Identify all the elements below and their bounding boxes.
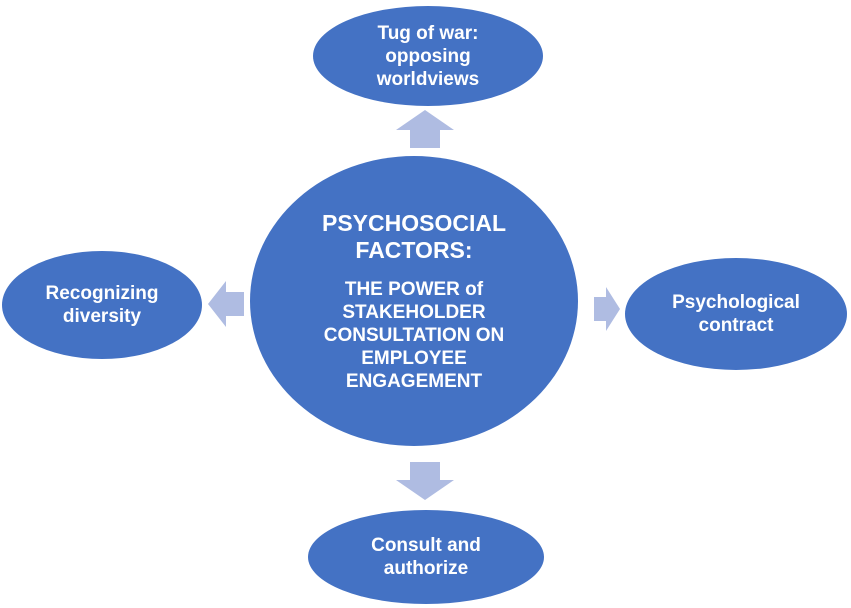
- node-bottom: Consult and authorize: [308, 510, 544, 604]
- node-bottom-label: Consult and authorize: [371, 535, 481, 579]
- arrow-up-shape: [396, 110, 454, 148]
- node-right: Psychological contract: [625, 258, 847, 370]
- node-right-label: Psychological contract: [672, 292, 800, 336]
- arrow-down-shape: [396, 462, 454, 500]
- arrow-right: [594, 287, 620, 331]
- arrow-left: [208, 281, 244, 327]
- arrow-right-shape: [594, 287, 620, 331]
- arrow-down: [396, 462, 454, 500]
- center-subtitle: THE POWER of STAKEHOLDER CONSULTATION ON…: [323, 278, 505, 392]
- center-node: PSYCHOSOCIAL FACTORS: THE POWER of STAKE…: [250, 156, 578, 446]
- arrow-left-shape: [208, 281, 244, 327]
- node-top-label: Tug of war: opposing worldviews: [376, 22, 480, 90]
- center-title: PSYCHOSOCIAL FACTORS:: [321, 209, 507, 263]
- arrow-up: [396, 110, 454, 148]
- node-left: Recognizing diversity: [2, 251, 202, 359]
- node-left-label: Recognizing diversity: [45, 283, 159, 327]
- node-top: Tug of war: opposing worldviews: [313, 6, 543, 106]
